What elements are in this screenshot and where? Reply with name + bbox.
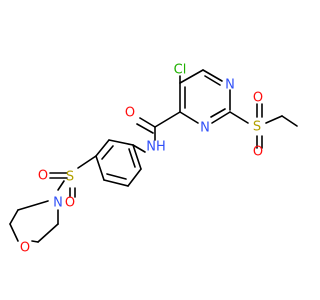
atom-o-morpholinosulfonyl-left: O <box>38 169 48 184</box>
atom-o-morpholine: O <box>20 241 30 256</box>
atom-nh-amide: NH <box>146 140 166 155</box>
bond-ph-2 <box>95 139 110 157</box>
bond-camide-o-double <box>136 123 154 134</box>
bond-c2-n3 <box>211 111 231 124</box>
bond-morph-5 <box>9 209 19 225</box>
bond-ph-6-double <box>128 148 136 168</box>
bond-c2-n3-double <box>210 108 226 118</box>
bond-c5-c6 <box>179 69 204 84</box>
bond-camide-o <box>139 117 156 128</box>
bond-morph-6 <box>17 200 49 211</box>
bond-c2-s <box>229 111 249 124</box>
bond-ph-2-double <box>101 145 114 160</box>
atom-o-morpholinosulfonyl-bottom: O <box>65 196 75 211</box>
bond-c4-camide <box>154 111 181 128</box>
bond-s-ch2 <box>265 115 283 124</box>
atom-n-pyrimidine-bottom: N <box>200 121 210 136</box>
bond-ph-3 <box>95 155 105 181</box>
atom-o-ethylsulfonyl-top: O <box>253 91 263 106</box>
atom-n-pyrimidine-top: N <box>225 78 235 93</box>
bond-n3-c4 <box>179 111 199 124</box>
atom-cl: Cl <box>174 63 187 78</box>
atom-n-morpholine: N <box>53 196 63 211</box>
bond-c6-n1-double <box>204 75 221 86</box>
atom-o-ethylsulfonyl-bottom: O <box>253 145 263 160</box>
bond-ph-s <box>77 155 97 169</box>
bond-s-n <box>57 180 65 191</box>
bond-ph-4-double <box>106 173 127 180</box>
bond-c6-n1 <box>202 69 223 82</box>
atom-s-morpholinosulfonyl: S <box>66 170 74 185</box>
bond-ph-6 <box>132 144 142 170</box>
bond-morph-3 <box>31 240 39 243</box>
bond-ph-5 <box>127 168 142 187</box>
atom-label-layer: Cl N N O NH S O O S O O N O <box>20 63 263 256</box>
bond-layer <box>9 69 298 243</box>
atom-o-amide: O <box>125 106 135 121</box>
atom-s-ethylsulfonyl: S <box>253 120 261 135</box>
bond-ph-1 <box>108 139 134 146</box>
bond-ph-4 <box>103 179 129 187</box>
molecule-structure-diagram: Cl N N O NH S O O S O O N O <box>9 63 298 256</box>
bond-morph-2 <box>37 223 59 243</box>
bond-morph-4 <box>9 223 19 242</box>
bond-nh-ph <box>132 144 146 153</box>
bond-ch2-ch3 <box>281 115 298 127</box>
